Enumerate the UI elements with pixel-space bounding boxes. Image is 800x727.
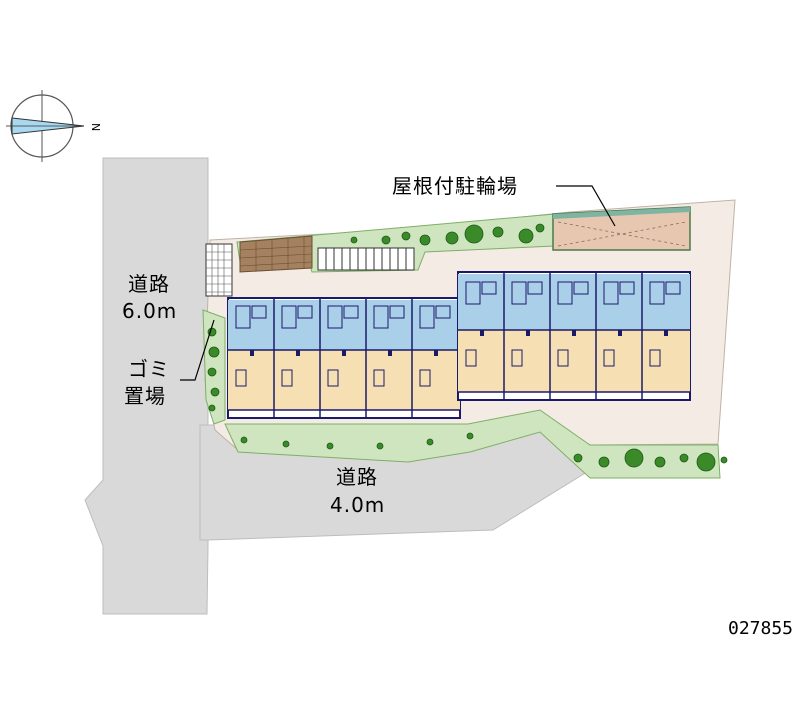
bicycle-parking-label: 屋根付駐輪場 bbox=[392, 174, 518, 198]
brick-paving bbox=[239, 235, 313, 273]
covered-bicycle-parking bbox=[552, 206, 691, 251]
green-belt-south bbox=[224, 409, 721, 479]
garbage-area-label-line2: 置場 bbox=[124, 384, 166, 408]
garbage-area-label-line1: ゴミ bbox=[128, 357, 170, 381]
road-south-width: 4.0m bbox=[330, 493, 385, 517]
building-west bbox=[227, 297, 461, 419]
compass-icon: N bbox=[6, 90, 102, 162]
garbage-area-leader bbox=[180, 319, 215, 381]
road-west-name: 道路 bbox=[128, 272, 170, 296]
building-east bbox=[457, 271, 691, 401]
compass-north-label: N bbox=[89, 123, 102, 131]
road-west-width: 6.0m bbox=[122, 299, 177, 323]
parking-stripes bbox=[317, 247, 415, 271]
garbage-area bbox=[205, 243, 233, 297]
brick-pattern bbox=[239, 237, 313, 271]
map-code: 027855 bbox=[728, 618, 793, 639]
bicycle-parking-leader bbox=[556, 185, 616, 227]
road-south-name: 道路 bbox=[336, 465, 378, 489]
trees bbox=[207, 223, 728, 472]
